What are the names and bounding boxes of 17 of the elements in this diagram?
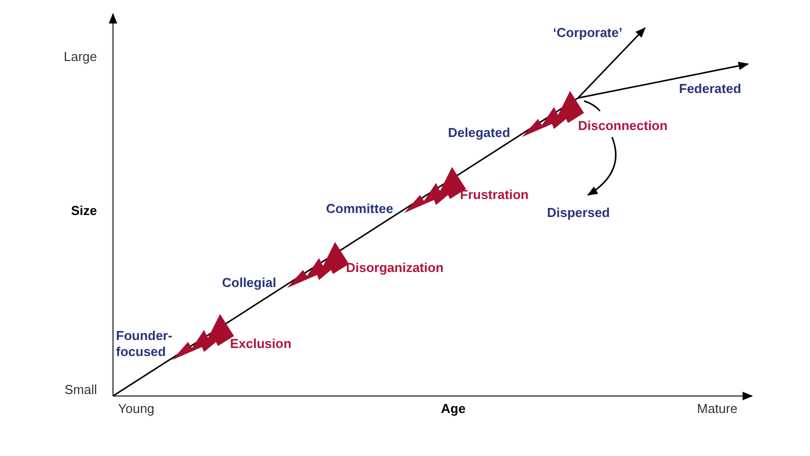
stage-label: Delegated [448, 125, 510, 141]
axis-title: Age [441, 401, 466, 417]
stage-label: Committee [326, 201, 394, 217]
stage-label: Federated [679, 81, 742, 97]
axis-title: Size [70, 203, 97, 219]
axis-label: Large [64, 49, 97, 65]
crisis-label: Disconnection [578, 118, 668, 134]
stage-label: Founder-focused [116, 328, 174, 360]
crisis-label: Exclusion [230, 336, 292, 352]
stage-label: ‘Corporate’ [553, 25, 622, 41]
crisis-label: Disorganization [346, 260, 444, 276]
crisis-label: Frustration [460, 187, 529, 203]
stage-label: Collegial [222, 275, 276, 291]
axis-label: Mature [697, 401, 738, 417]
axis-label: Young [118, 401, 154, 417]
stage-label: Dispersed [547, 205, 610, 221]
axis-label: Small [64, 382, 97, 398]
